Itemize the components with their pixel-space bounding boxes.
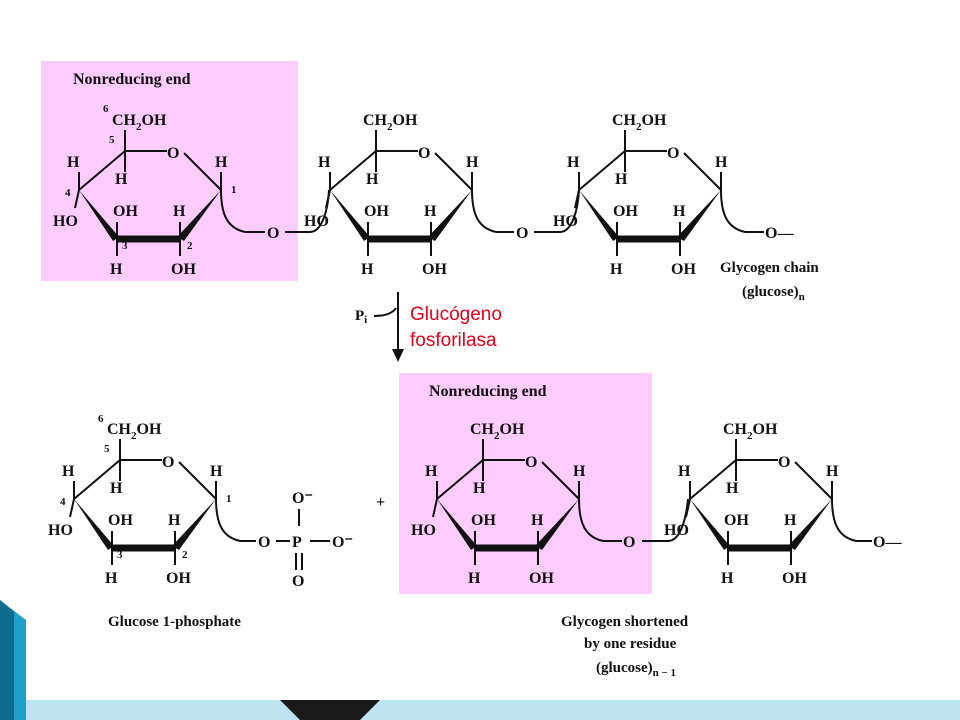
phosphate-bridge-oxygen: O: [258, 534, 270, 551]
svg-text:2: 2: [182, 549, 188, 561]
glycogen-chain-label: Glycogen chain: [720, 260, 819, 276]
phosphate-oxygen-bottom: O: [292, 573, 304, 590]
glucose-ring-top-2: [304, 112, 496, 278]
glucose-ring-bottom-2: [664, 421, 856, 587]
glycosidic-oxygen-top-1: O: [267, 225, 279, 242]
carbon-number-4: 4: [65, 187, 71, 199]
slide-accent-bottom: [26, 700, 960, 720]
carbon-number-1: 1: [231, 184, 237, 196]
glucose-n-label: (glucose)n: [742, 284, 805, 303]
svg-text:5: 5: [104, 443, 110, 455]
glycosidic-oxygen-top-2: O: [516, 225, 528, 242]
slide-accent-left-dark: [0, 600, 14, 720]
plus-sign: +: [376, 494, 385, 511]
glycosidic-oxygen-bottom: O: [623, 534, 635, 551]
glucose-1-phosphate-ring: [48, 421, 240, 587]
phosphate-oxygen-right: O⁻: [332, 534, 353, 551]
glucose-n-minus-1-label: (glucose)n − 1: [596, 660, 676, 679]
svg-text:6: 6: [98, 413, 104, 425]
svg-text:1: 1: [226, 493, 232, 505]
phosphorus-atom: P: [292, 534, 302, 551]
nonreducing-end-label-bottom: Nonreducing end: [429, 383, 547, 400]
inorganic-phosphate-label: Pi: [355, 308, 367, 326]
nonreducing-end-highlight-top: [41, 61, 298, 281]
carbon-number-6: 6: [103, 103, 109, 115]
svg-text:4: 4: [60, 496, 66, 508]
nonreducing-end-highlight-bottom: [399, 373, 652, 594]
shortened-label-line1: Glycogen shortened: [561, 614, 689, 630]
carbon-number-2: 2: [187, 240, 193, 252]
glucose-ring-top-3: [553, 112, 745, 278]
glucose-1-phosphate-label: Glucose 1-phosphate: [108, 614, 241, 630]
shortened-label-line2: by one residue: [584, 636, 677, 652]
slide-accent-bottom-dark: [280, 700, 380, 720]
svg-text:3: 3: [117, 549, 123, 561]
enzyme-name-line1: Glucógeno: [410, 304, 502, 325]
chain-continuation-bottom: O—: [873, 534, 902, 551]
enzyme-name-line2: fosforilasa: [410, 330, 497, 351]
carbon-number-5: 5: [109, 134, 115, 146]
carbon-number-3: 3: [122, 240, 128, 252]
chain-continuation-top: O—: [765, 225, 794, 242]
phosphate-oxygen-top: O⁻: [292, 490, 313, 507]
nonreducing-end-label-top: Nonreducing end: [73, 71, 191, 88]
reaction-arrow-head: [392, 349, 404, 362]
